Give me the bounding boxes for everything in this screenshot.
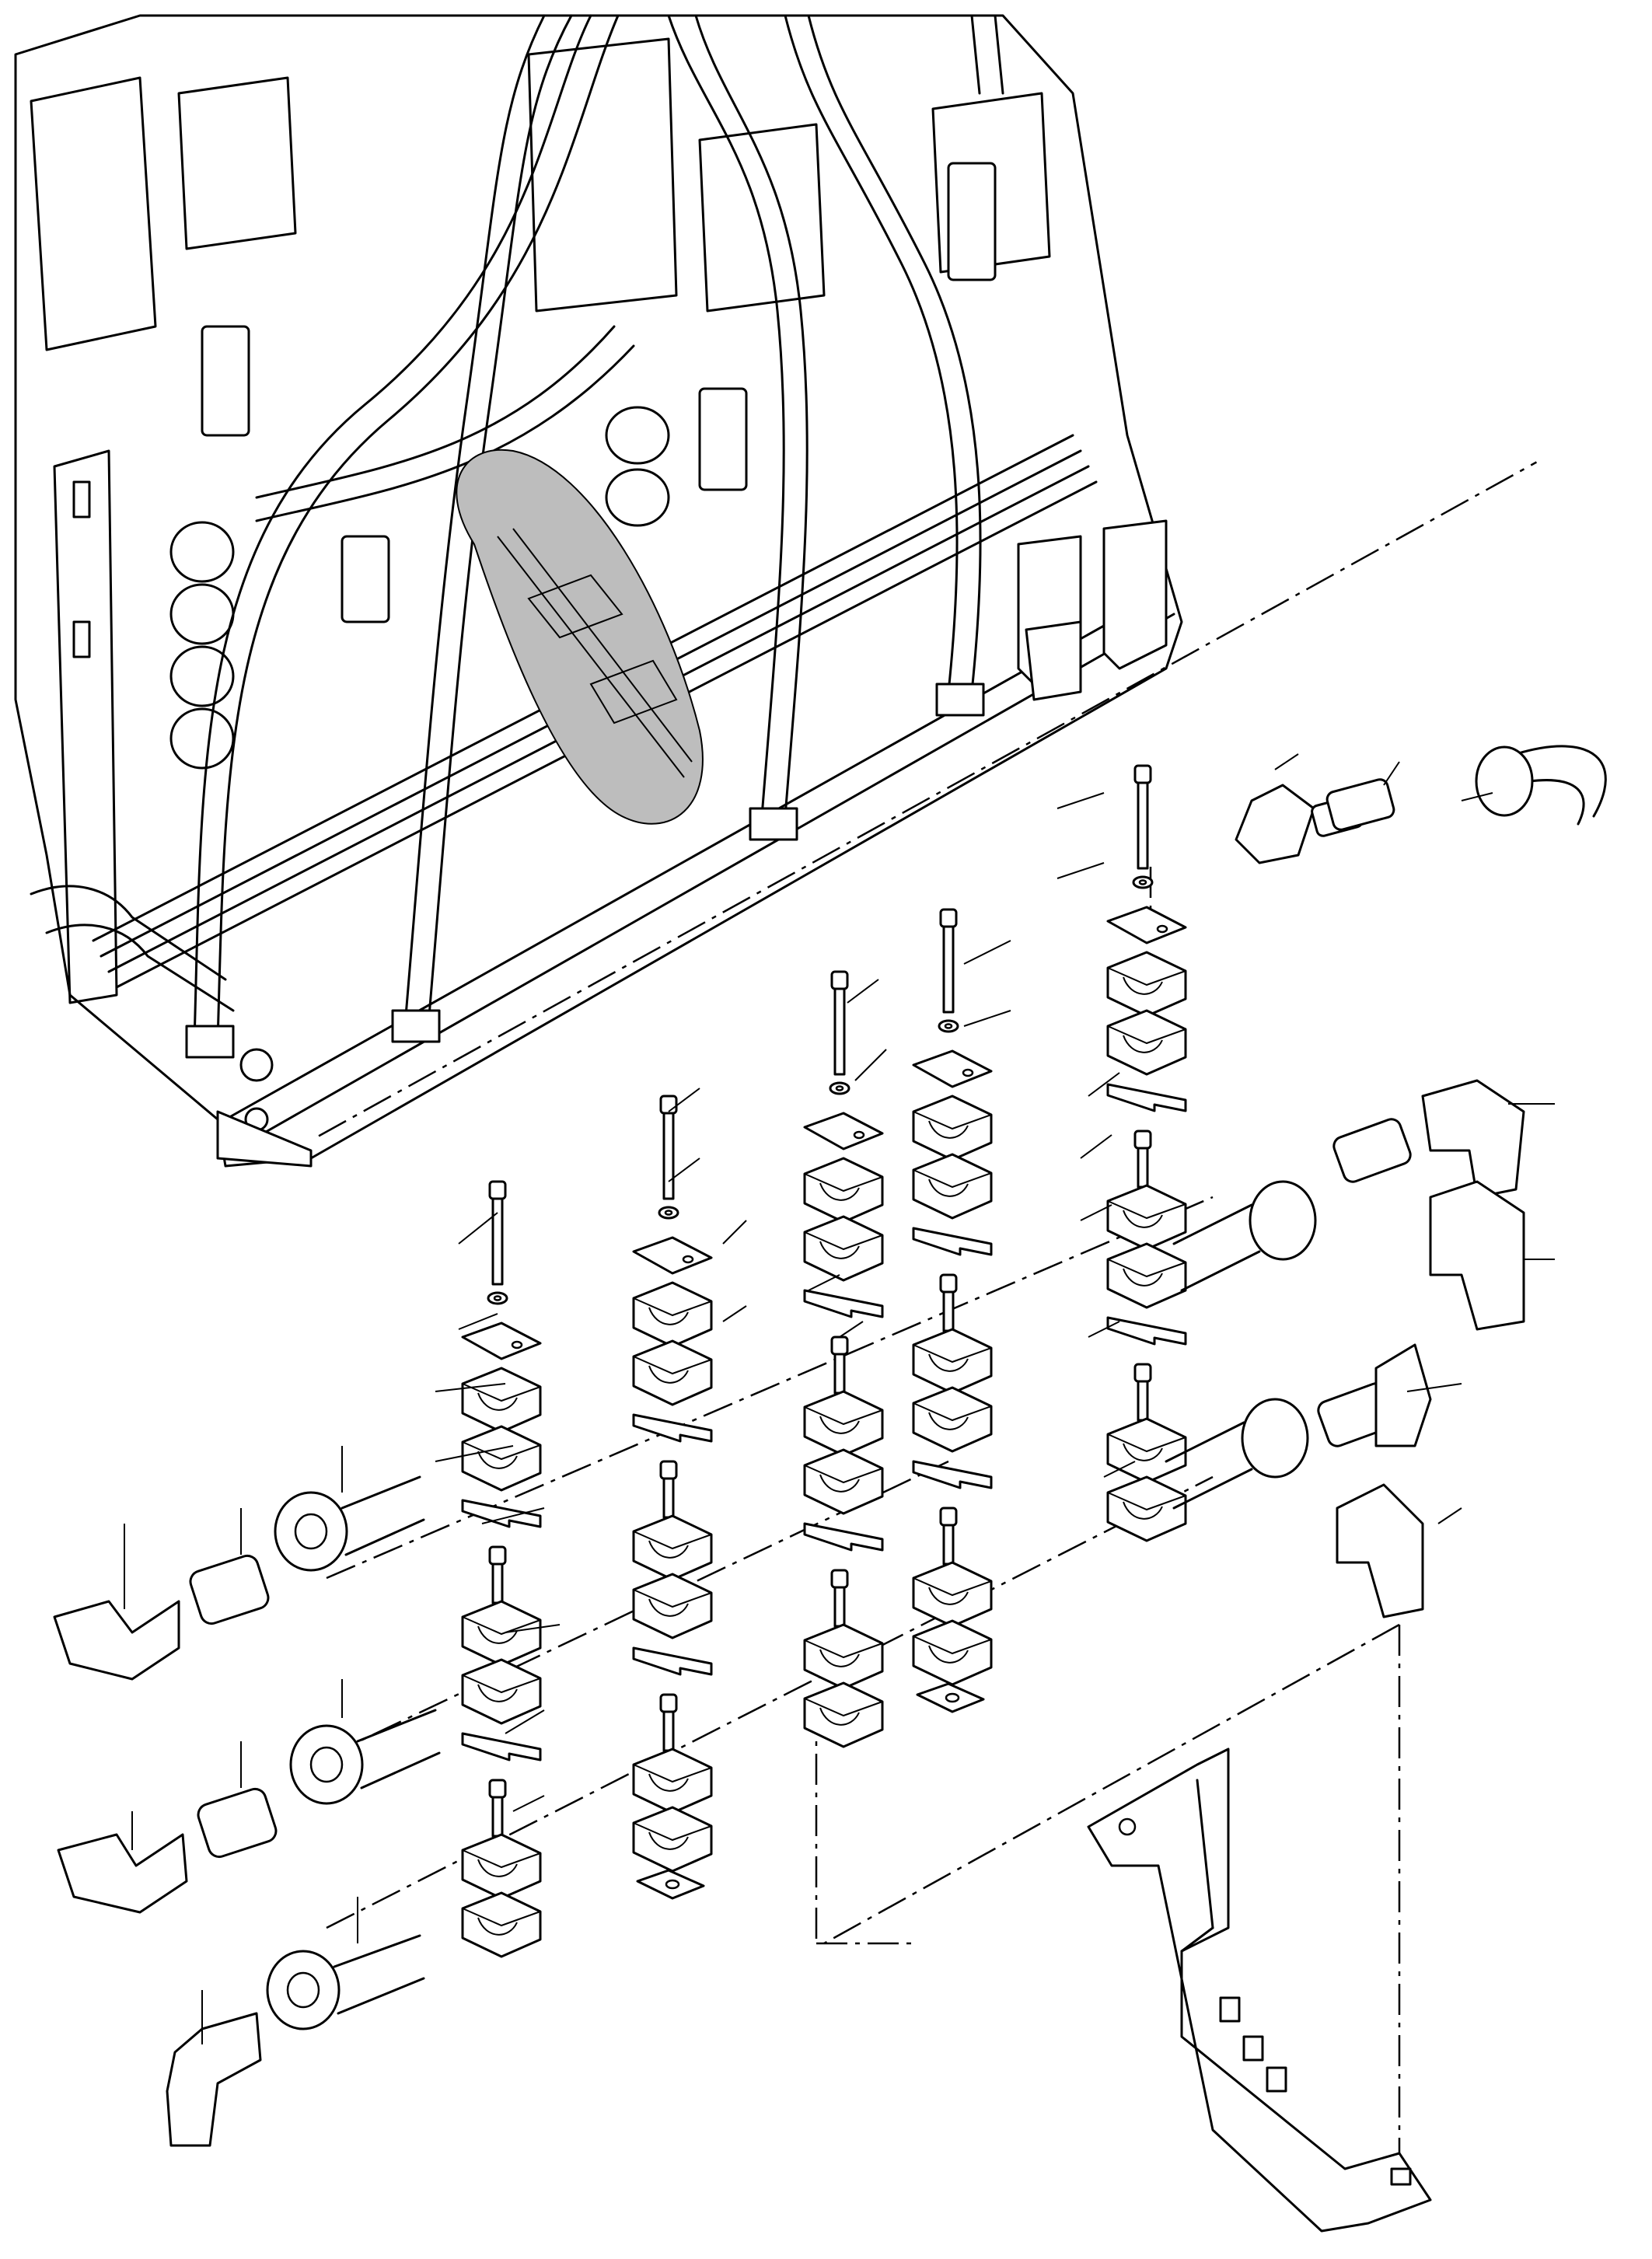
- bolt-head: [488, 1180, 507, 1200]
- elbow-fitting-4: [1421, 1079, 1525, 1199]
- left-hose-fittings: [53, 1475, 441, 2147]
- bolt-shank: [1137, 1380, 1149, 1422]
- bolt-shank: [662, 1710, 675, 1752]
- bolt-head: [830, 1569, 849, 1589]
- bolt-shank: [662, 1477, 675, 1519]
- clamp-stack-3: [803, 970, 884, 1748]
- bolt-shank: [662, 1112, 675, 1200]
- cover-plate: [912, 1049, 993, 1088]
- bolt-shank: [833, 1586, 846, 1628]
- fork-plate: [632, 1413, 713, 1443]
- bolt-head: [1133, 764, 1152, 784]
- nipple-fitting-4: [1332, 1118, 1412, 1183]
- bolt-shank: [833, 987, 846, 1076]
- tee-fitting-top: [1235, 784, 1315, 864]
- right-hose-fittings: [1165, 745, 1607, 1618]
- hose-nut-mid: [1249, 1180, 1317, 1261]
- cover-plate: [461, 1322, 542, 1360]
- fork-plate: [912, 1227, 993, 1256]
- nipple-fitting-2: [197, 1787, 278, 1859]
- machine-assembly: [14, 14, 1183, 1168]
- support-bracket: [1087, 1747, 1432, 2233]
- clamp-stacks: [461, 764, 1187, 1958]
- clamp-stack-1: [461, 1180, 542, 1958]
- bolt-shank: [942, 1524, 955, 1566]
- fork-plate: [461, 1499, 542, 1528]
- clamp-stack-2: [632, 1095, 713, 1900]
- cover-plate: [1106, 906, 1187, 944]
- bolt-shank: [1137, 1147, 1149, 1189]
- hose-nut-top: [1475, 745, 1534, 817]
- bolt-shank: [942, 1290, 955, 1332]
- fork-plate: [803, 1289, 884, 1318]
- bolt-shank: [491, 1796, 504, 1838]
- adapter-top: [1325, 778, 1395, 831]
- bolt-head: [488, 1545, 507, 1566]
- elbow-fitting-5: [1374, 1343, 1432, 1447]
- clamp-stack-4: [912, 908, 993, 1713]
- bolt-head: [939, 1507, 958, 1527]
- bolt-shank: [491, 1197, 504, 1286]
- fork-plate: [461, 1732, 542, 1761]
- bolt-shank: [1137, 781, 1149, 870]
- bolt-head: [939, 1273, 958, 1294]
- tee-fitting-low: [1336, 1483, 1424, 1618]
- bolt-head: [939, 908, 958, 928]
- bolt-head: [830, 1335, 849, 1356]
- elbow-fitting-3: [166, 2012, 262, 2147]
- bolt-shank: [942, 925, 955, 1014]
- bolt-head: [830, 970, 849, 990]
- bolt-head: [488, 1779, 507, 1799]
- nipple-fitting-1: [189, 1554, 270, 1625]
- cover-plate: [803, 1112, 884, 1150]
- fork-plate: [1106, 1316, 1187, 1346]
- bolt-head: [1133, 1363, 1152, 1383]
- bolt-head: [659, 1693, 678, 1713]
- elbow-fitting-2: [57, 1833, 188, 1914]
- fork-plate: [912, 1460, 993, 1489]
- leader-lines: [124, 753, 1555, 2044]
- bolt-shank: [833, 1353, 846, 1395]
- fork-plate: [1106, 1083, 1187, 1112]
- cover-plate: [632, 1236, 713, 1275]
- bolt-head: [1133, 1130, 1152, 1150]
- elbow-fitting-1: [53, 1600, 180, 1681]
- tee-fitting-mid: [1429, 1180, 1525, 1331]
- bolt-head: [659, 1460, 678, 1480]
- hose-nut-low: [1241, 1398, 1309, 1479]
- fork-plate: [632, 1646, 713, 1676]
- highlighted-clamp-region: [456, 449, 704, 825]
- bolt-head: [659, 1095, 678, 1115]
- clamp-stack-5: [1106, 764, 1187, 1542]
- bolt-shank: [491, 1562, 504, 1604]
- fork-plate: [803, 1522, 884, 1552]
